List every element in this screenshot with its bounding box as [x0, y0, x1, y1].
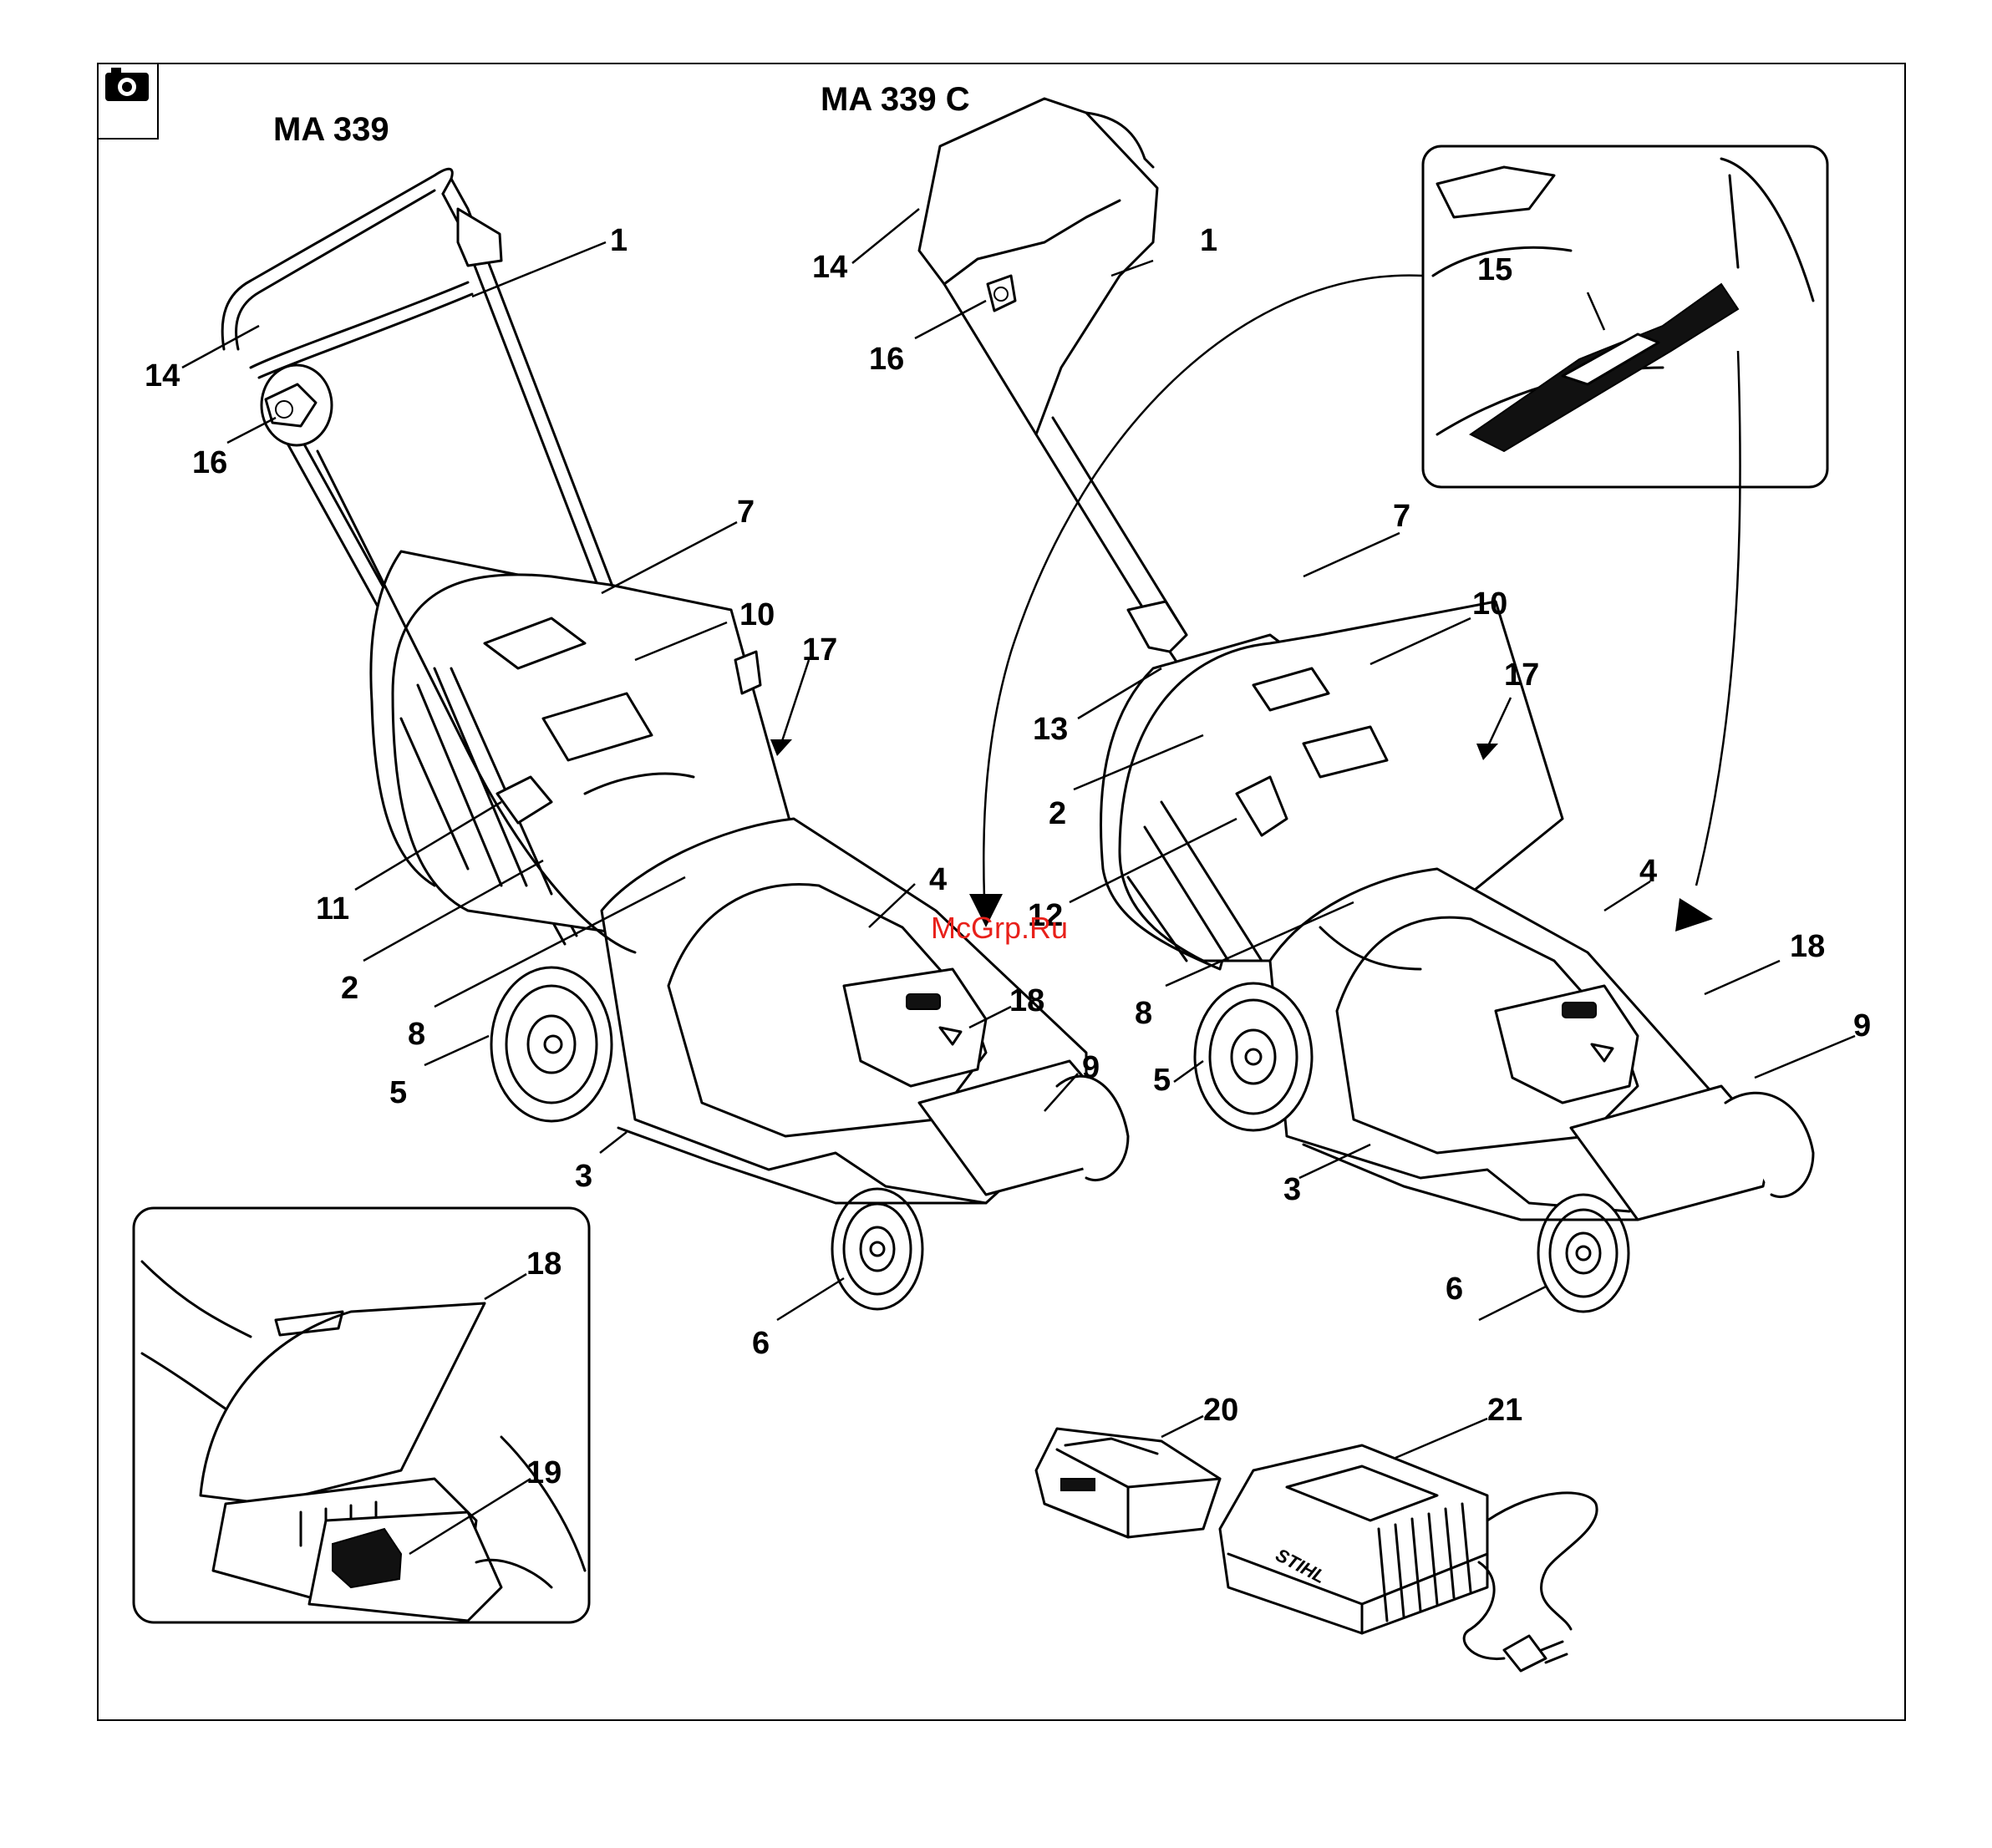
model-title-left: MA 339 — [273, 111, 389, 148]
callout-3: 3 — [575, 1159, 592, 1194]
inset-handle-detail — [1423, 146, 1827, 487]
callout-4: 4 — [929, 862, 947, 897]
callout-2: 2 — [1049, 796, 1066, 831]
arrowhead-right — [1675, 898, 1713, 932]
callout-17: 17 — [1504, 657, 1539, 693]
callout-3: 3 — [1283, 1172, 1301, 1207]
callout-1: 1 — [610, 223, 628, 258]
callout-13: 13 — [1033, 712, 1068, 747]
callout-10: 10 — [739, 597, 775, 632]
callout-19: 19 — [526, 1455, 562, 1490]
callout-14: 14 — [145, 358, 180, 393]
camera-icon — [98, 63, 158, 139]
callout-9: 9 — [1853, 1008, 1871, 1043]
callout-5: 5 — [389, 1075, 407, 1110]
model-title-right: MA 339 C — [821, 81, 970, 118]
callout-6: 6 — [1446, 1272, 1463, 1307]
callout-15: 15 — [1477, 252, 1512, 287]
callout-6: 6 — [752, 1326, 770, 1361]
callout-5: 5 — [1153, 1063, 1171, 1098]
callout-8: 8 — [408, 1017, 425, 1052]
callout-18: 18 — [1009, 983, 1044, 1018]
callout-14: 14 — [812, 250, 847, 285]
callout-18: 18 — [1790, 929, 1825, 964]
callout-8: 8 — [1135, 996, 1152, 1031]
watermark: McGrp.Ru — [931, 911, 1068, 945]
callout-2: 2 — [341, 971, 358, 1006]
callout-9: 9 — [1082, 1050, 1100, 1085]
callout-16: 16 — [192, 445, 227, 480]
arrowhead-17-left — [770, 739, 792, 756]
inset-battery-compartment — [134, 1208, 589, 1622]
charger-drawing: STIHL — [1220, 1445, 1597, 1671]
callout-18-inset: 18 — [526, 1246, 562, 1282]
callout-20: 20 — [1203, 1393, 1238, 1428]
callout-21: 21 — [1487, 1393, 1522, 1428]
callout-1: 1 — [1200, 223, 1217, 258]
callout-17: 17 — [802, 632, 837, 668]
battery-pack-drawing — [1036, 1429, 1220, 1537]
callout-7: 7 — [1393, 499, 1410, 534]
callout-7: 7 — [737, 495, 755, 530]
callout-4: 4 — [1639, 854, 1657, 889]
callout-10: 10 — [1472, 586, 1507, 622]
callout-16: 16 — [869, 342, 904, 377]
callout-11: 11 — [316, 891, 349, 927]
